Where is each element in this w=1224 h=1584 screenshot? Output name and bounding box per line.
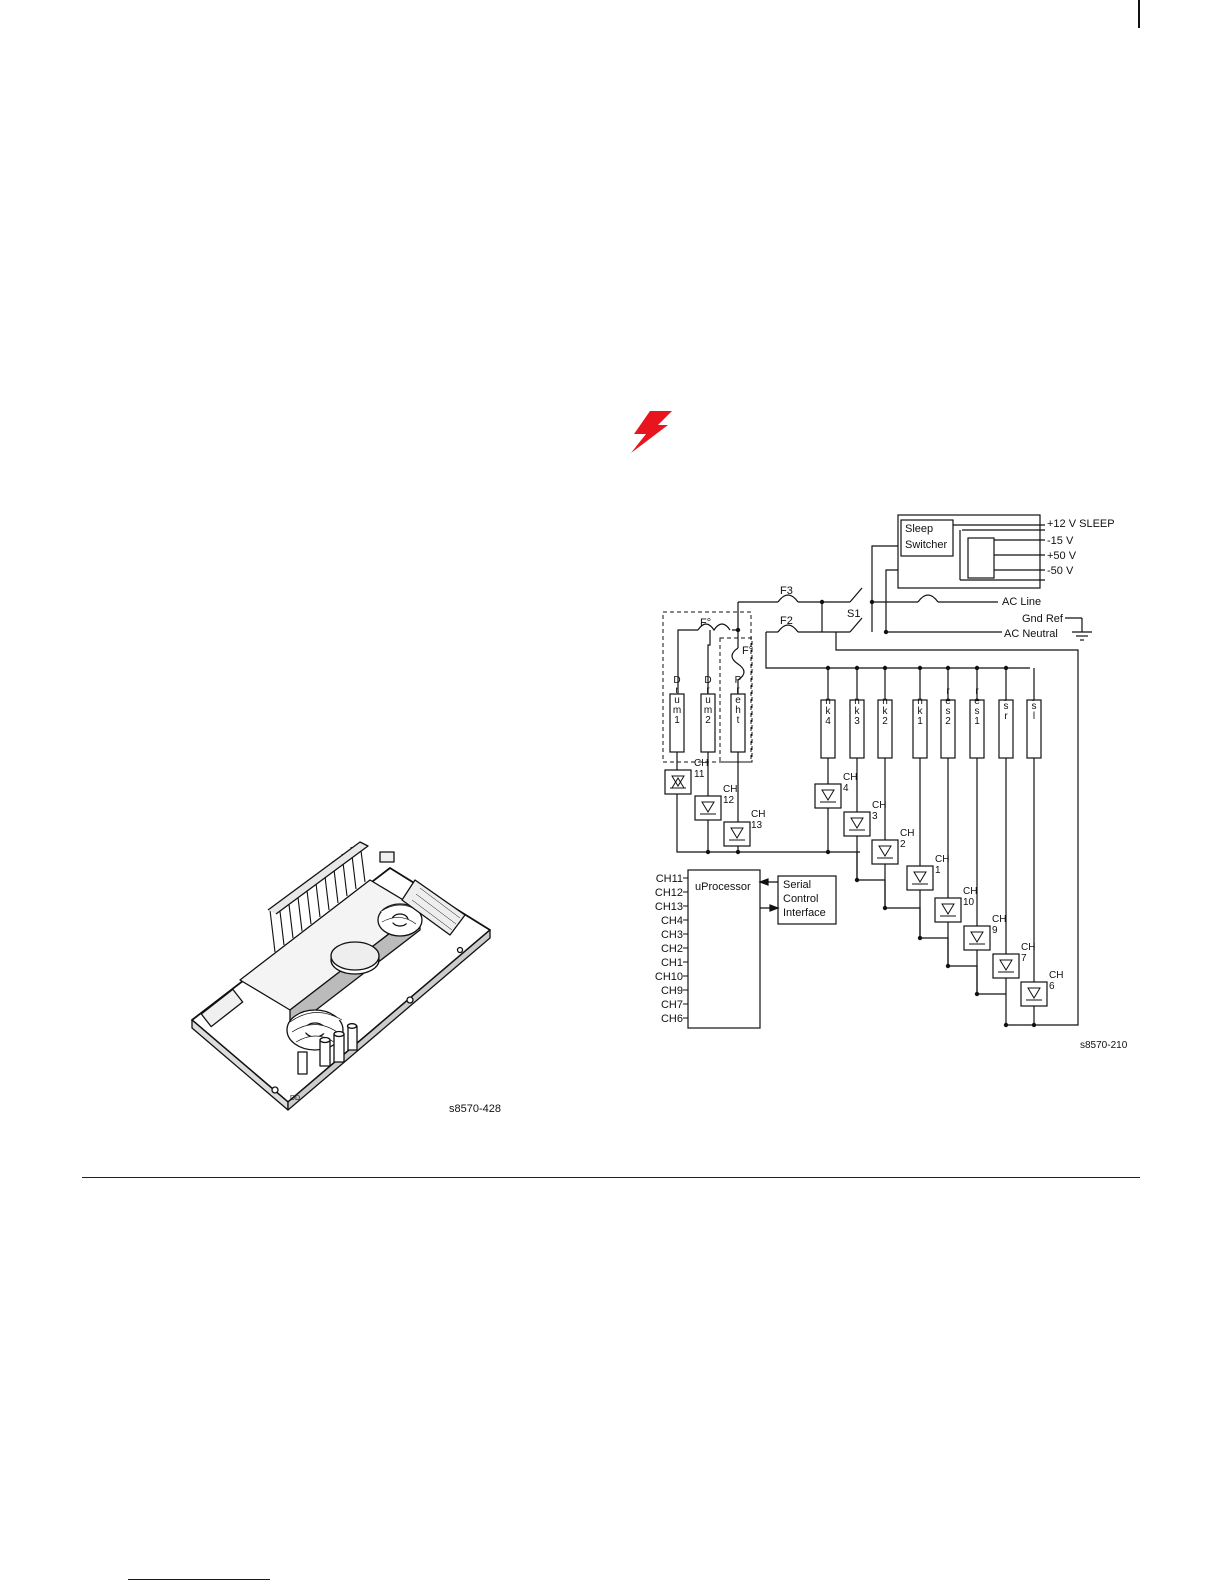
heater-control-schematic: Sleep Switcher +12 V SLEEP -15 V +50 V -… <box>655 514 1115 1029</box>
switch-s1-label: S1 <box>847 608 860 620</box>
triac-ch-label: CH <box>723 784 737 795</box>
triac-ch-label: CH <box>1021 942 1035 953</box>
heater-label-ink3: Ink3 <box>852 686 863 726</box>
board-figure-id: s8570-428 <box>449 1103 501 1115</box>
footer-rule <box>82 1177 1140 1178</box>
triac-ch-label: CH <box>992 914 1006 925</box>
triac-number: 2 <box>900 839 906 850</box>
sleep-switcher-label-1: Sleep <box>905 523 933 535</box>
heater-label-preheat: Preht <box>733 675 744 725</box>
triac-number: 4 <box>843 783 849 794</box>
power-board-illustration: DD <box>191 841 491 1111</box>
processor-label: uProcessor <box>695 881 751 893</box>
fuse-f3-label: F3 <box>780 585 793 597</box>
processor-channel: CH1 <box>661 957 683 969</box>
thermal-fuse-drum-label: F° <box>700 617 711 629</box>
serial-interface-box <box>777 875 837 925</box>
ac-neutral-label: AC Neutral <box>1004 628 1058 640</box>
triac-ch-label: CH <box>1049 970 1063 981</box>
triac-number: 6 <box>1049 981 1055 992</box>
triac-number: 1 <box>935 865 941 876</box>
heater-label-res1: res1 <box>972 686 983 726</box>
heater-label-ink4: Ink4 <box>823 686 834 726</box>
gnd-ref-label: Gnd Ref <box>1022 613 1064 625</box>
sleep-switcher-label-2: Switcher <box>905 539 948 551</box>
triac-number: 9 <box>992 925 998 936</box>
triac-number: 11 <box>694 769 705 780</box>
heater-label-drum1: Drum1 <box>672 675 683 725</box>
heater-label-res2: res2 <box>943 686 954 726</box>
processor-channel: CH7 <box>661 999 683 1011</box>
triac-ch-label: CH <box>751 809 765 820</box>
triac-ch-label: CH <box>843 772 857 783</box>
high-voltage-icon <box>631 411 672 453</box>
sleep-switcher-box <box>900 519 954 557</box>
heater-label-jsr: jsr <box>1001 691 1012 721</box>
triac-ch-label: CH <box>694 758 708 769</box>
processor-channel: CH6 <box>661 1013 683 1025</box>
triac-number: 7 <box>1021 953 1027 964</box>
output-plus-50v: +50 V <box>1047 550 1077 562</box>
triac-number: 13 <box>751 820 763 831</box>
serial-interface-label-2: Control <box>783 893 818 905</box>
output-minus-50v: -50 V <box>1047 565 1074 577</box>
processor-channel: CH13 <box>655 901 683 913</box>
schematic-figure-id: s8570-210 <box>1080 1040 1128 1051</box>
fuse-f2-label: F2 <box>780 615 793 627</box>
heater-label-jsl: jsl <box>1029 691 1040 721</box>
triac-number: 3 <box>872 811 878 822</box>
processor-box <box>687 869 761 1029</box>
serial-interface-label-3: Interface <box>783 907 826 919</box>
output-12v-sleep: +12 V SLEEP <box>1047 518 1115 530</box>
triac-ch-label: CH <box>935 854 949 865</box>
processor-channel: CH4 <box>661 915 683 927</box>
processor-channel: CH9 <box>661 985 683 997</box>
heater-label-ink1: Ink1 <box>915 686 926 726</box>
heater-label-drum2: Drum2 <box>703 675 714 725</box>
output-minus-15v: -15 V <box>1047 535 1074 547</box>
triac-number: 12 <box>723 795 735 806</box>
ac-line-label: AC Line <box>1002 596 1041 608</box>
processor-channel: CH11 <box>656 873 683 885</box>
processor-channel: CH12 <box>655 887 683 899</box>
processor-channel: CH2 <box>661 943 683 955</box>
svg-text:DD: DD <box>290 1095 300 1102</box>
triac-ch-label: CH <box>872 800 886 811</box>
page-edge-mark <box>1138 0 1140 28</box>
triac-ch-label: CH <box>900 828 914 839</box>
power-supply-block <box>897 514 1041 589</box>
footer-link-underline[interactable] <box>128 1579 270 1580</box>
heater-label-ink2: Ink2 <box>880 686 891 726</box>
processor-channel: CH10 <box>655 971 683 983</box>
triac-number: 10 <box>963 897 975 908</box>
thermal-fuse-preheat-label: F° <box>742 645 753 657</box>
serial-interface-label-1: Serial <box>783 879 811 891</box>
triac-ch-label: CH <box>963 886 977 897</box>
processor-channel: CH3 <box>661 929 683 941</box>
